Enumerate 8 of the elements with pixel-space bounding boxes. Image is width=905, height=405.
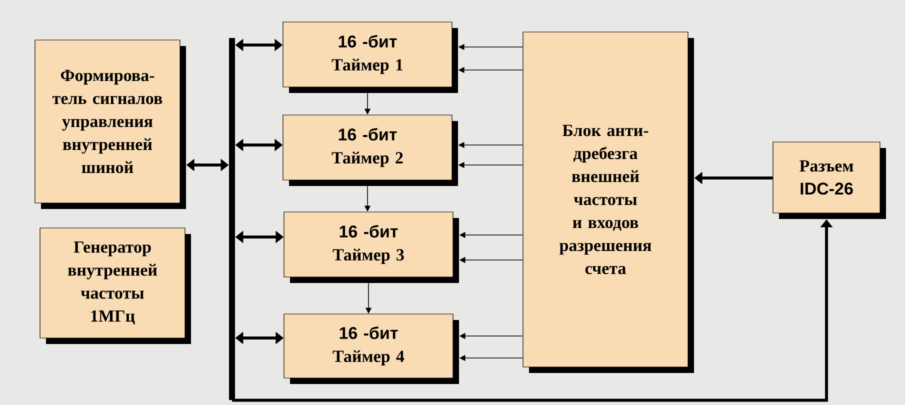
block-box: Блок анти- дребезга внешней частоты и входов разрешения счета	[522, 32, 694, 373]
block-box: 16 -бит Таймер 1	[282, 22, 458, 93]
block-box: Формирова- тель сигналов управления внутренней шиной	[34, 40, 186, 209]
block-box: Генератор внутренней частоты 1МГц	[40, 228, 191, 344]
block-box: 16 -бит Таймер 2	[282, 114, 458, 186]
block-box: 16 -бит Таймер 4	[284, 314, 459, 384]
block-box: Разъем IDC-26	[772, 142, 886, 219]
block-box: 16 -бит Таймер 3	[284, 212, 459, 283]
